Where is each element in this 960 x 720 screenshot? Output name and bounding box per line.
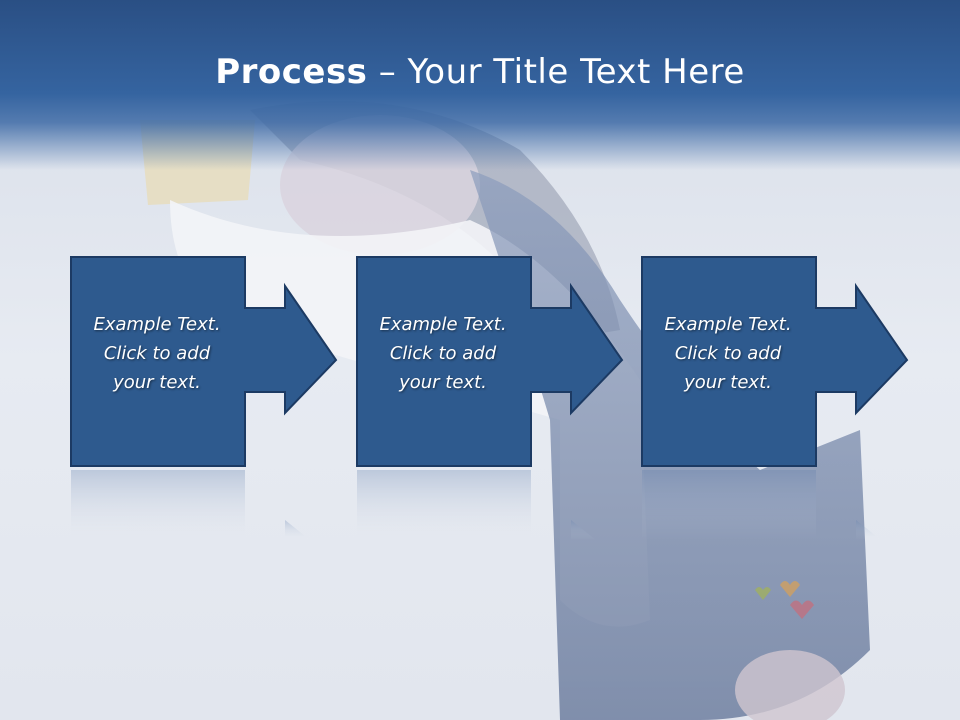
- process-step-3[interactable]: Example Text. Click to add your text.: [641, 256, 917, 468]
- step-text[interactable]: Example Text. Click to add your text.: [664, 314, 792, 393]
- title-bold: Process: [215, 52, 368, 92]
- title-rest: – Your Title Text Here: [367, 52, 745, 92]
- step-shape: [70, 256, 338, 467]
- step-text[interactable]: Example Text. Click to add your text.: [93, 314, 221, 393]
- slide-title[interactable]: Process – Your Title Text Here: [0, 52, 960, 92]
- step-3-reflection: [642, 470, 881, 540]
- process-step-2[interactable]: Example Text. Click to add your text.: [356, 256, 632, 468]
- step-2-reflection: [357, 470, 596, 540]
- step-shape: [641, 256, 909, 467]
- process-step-1[interactable]: Example Text. Click to add your text.: [70, 256, 346, 468]
- step-1-reflection: [71, 470, 310, 540]
- title-band: [0, 0, 960, 170]
- step-shape: [356, 256, 624, 467]
- step-text[interactable]: Example Text. Click to add your text.: [379, 314, 507, 393]
